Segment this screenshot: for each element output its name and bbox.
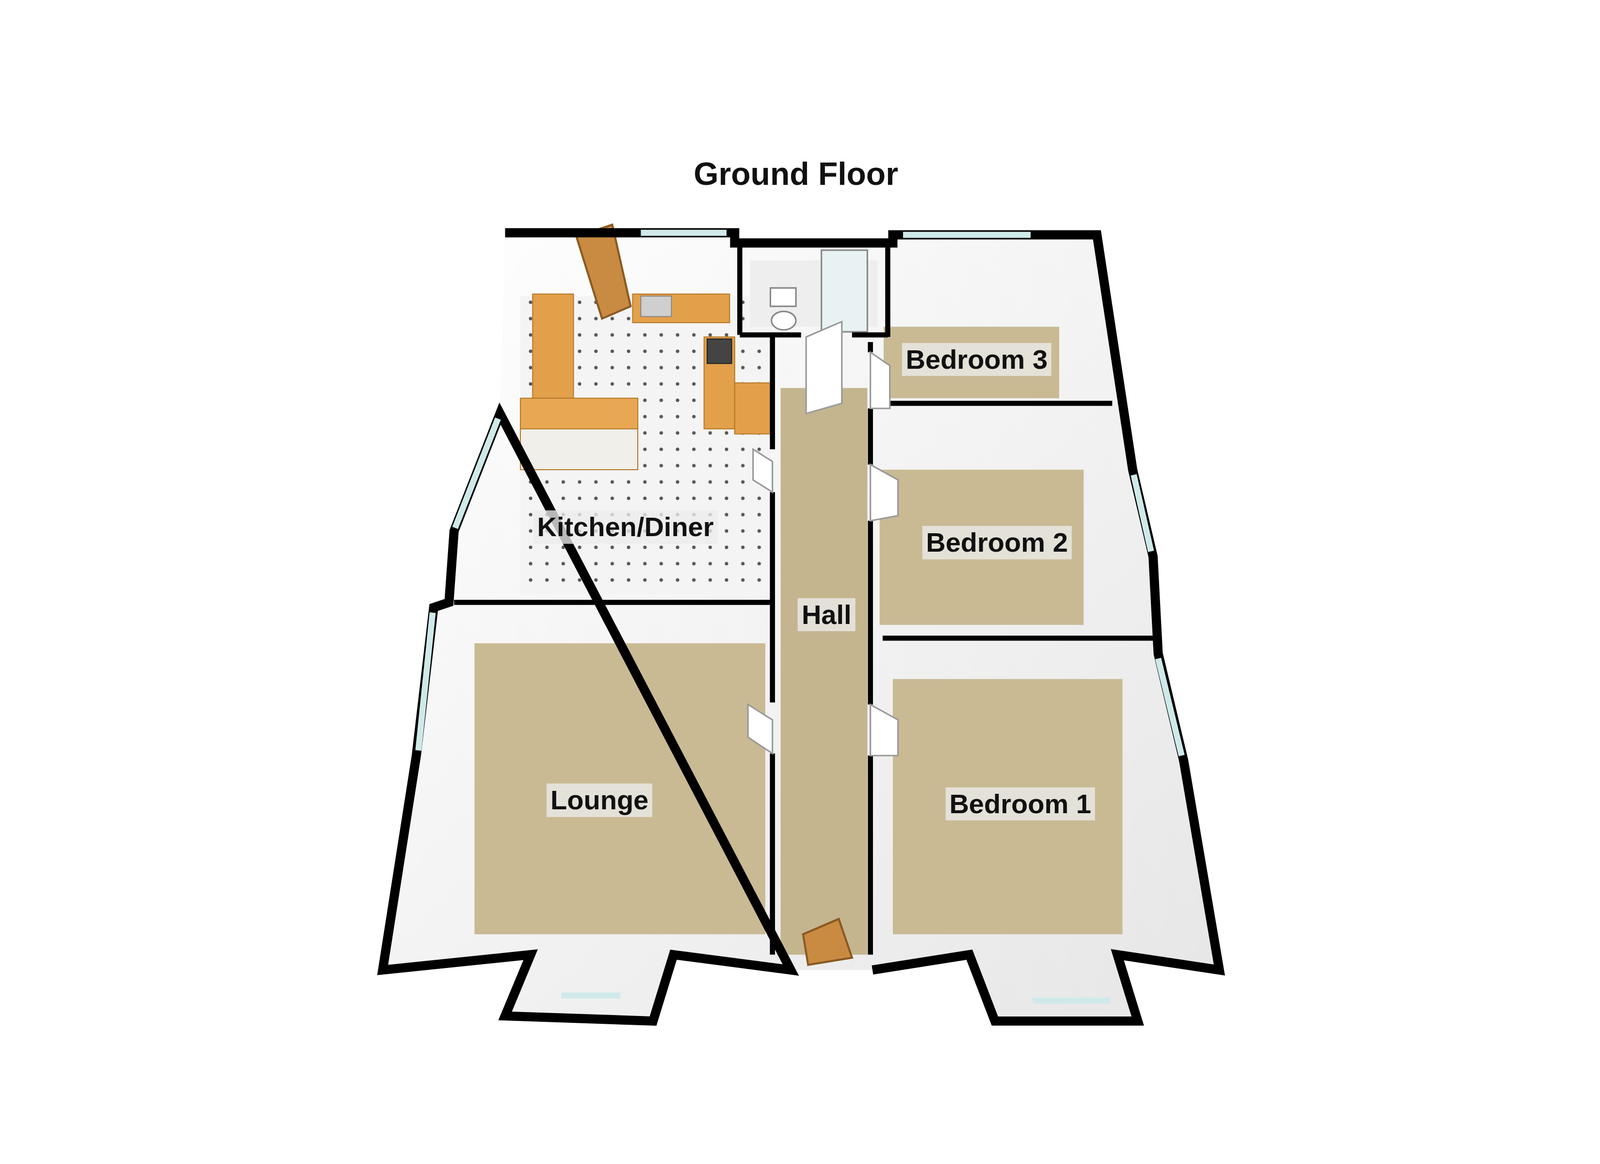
room-area: Lounge — [474, 642, 766, 934]
bathroom-fittings — [770, 250, 868, 332]
room-area: Bedroom 1 — [892, 678, 1123, 934]
room-label: Kitchen/Diner — [533, 510, 718, 544]
room-label: Hall — [797, 597, 856, 631]
room-area: Kitchen/Diner — [520, 295, 771, 594]
front-door — [803, 918, 853, 965]
interior-walls — [453, 242, 1159, 955]
lounge-floor — [474, 643, 766, 935]
diagram-title: Ground Floor — [693, 155, 899, 193]
room-label: Lounge — [546, 783, 653, 817]
back-door — [576, 224, 631, 319]
room-label: Bedroom 2 — [921, 525, 1072, 559]
bedroom-floor — [892, 678, 1123, 934]
wall-faces — [382, 232, 1220, 1021]
room-label: Bedroom 3 — [902, 342, 1052, 376]
hall-floor — [780, 387, 868, 955]
kitchen-units — [520, 293, 771, 470]
room-area: Hall — [780, 387, 868, 955]
room-area: Bedroom 2 — [879, 469, 1084, 625]
room-label: Bedroom 1 — [945, 787, 1096, 821]
doors — [747, 321, 898, 756]
outer-wall — [382, 232, 1220, 1021]
bedroom-floor — [883, 326, 1060, 398]
bedroom-floor — [879, 469, 1084, 625]
windows — [418, 232, 1182, 1001]
room-area: Bedroom 3 — [883, 326, 1060, 398]
